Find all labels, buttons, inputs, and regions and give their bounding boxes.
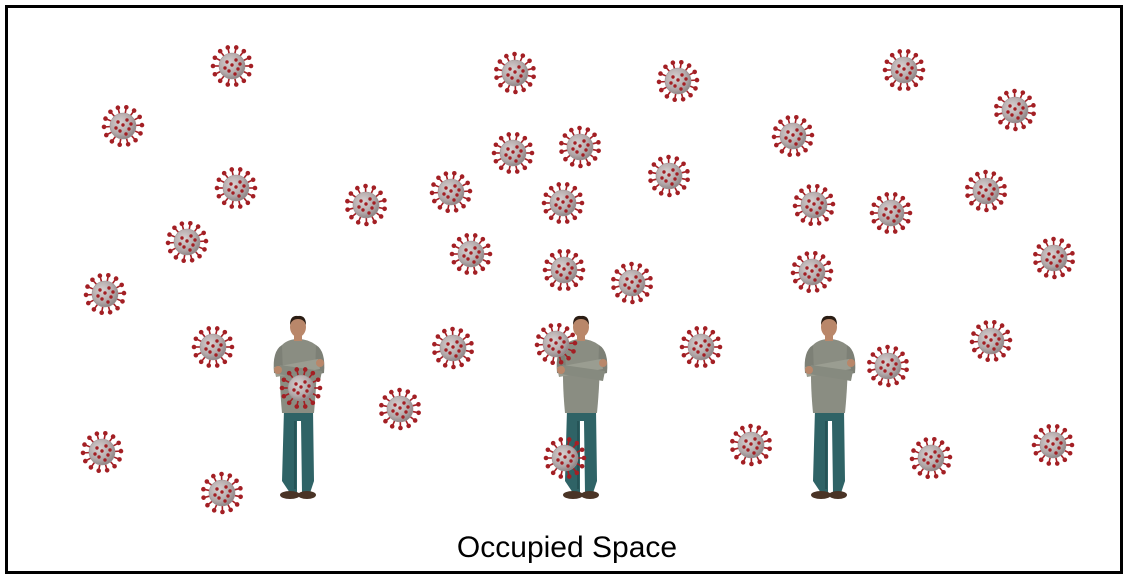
virus-particle-icon xyxy=(882,49,926,91)
virus-particle-icon xyxy=(679,326,723,368)
virus-particle-icon xyxy=(494,51,536,95)
virus-particle-icon xyxy=(543,437,587,479)
virus-particle-icon xyxy=(214,167,258,209)
virus-particle-icon xyxy=(542,249,586,291)
virus-particle-icon xyxy=(1031,424,1075,466)
virus-particle-icon xyxy=(909,436,953,480)
virus-particle-icon xyxy=(1033,236,1075,280)
virus-particle-icon xyxy=(210,45,254,87)
virus-particle-icon xyxy=(559,125,601,169)
virus-particle-icon xyxy=(541,182,585,224)
virus-particle-icon xyxy=(648,154,690,198)
virus-particle-icon xyxy=(379,387,421,431)
virus-particle-icon xyxy=(969,319,1013,363)
virus-particle-icon xyxy=(345,183,387,227)
virus-particle-icon xyxy=(191,326,235,368)
virus-particle-icon xyxy=(429,170,473,214)
virus-particle-icon xyxy=(656,59,700,103)
virus-particle-icon xyxy=(869,192,913,234)
virus-particle-icon xyxy=(491,132,535,174)
virus-particle-icon xyxy=(867,344,909,388)
person-figure-2 xyxy=(556,315,608,499)
virus-particle-icon xyxy=(432,326,474,370)
virus-particle-icon xyxy=(730,423,772,467)
virus-particle-icon xyxy=(965,169,1007,213)
virus-particle-icon xyxy=(165,220,209,264)
person-figure-3 xyxy=(804,315,856,499)
caption-text: Occupied Space xyxy=(456,531,678,564)
virus-particle-icon xyxy=(101,104,145,148)
person-figure-1 xyxy=(273,315,325,499)
virus-particle-icon xyxy=(83,272,127,316)
virus-particle-icon xyxy=(201,471,243,515)
occupied-space-scene xyxy=(80,45,1075,515)
virus-particle-icon xyxy=(792,183,836,227)
diagram-frame: Occupied Space xyxy=(5,5,1123,574)
virus-particle-icon xyxy=(279,367,323,409)
virus-particle-icon xyxy=(80,430,124,474)
virus-particle-icon xyxy=(994,88,1036,132)
virus-particle-icon xyxy=(534,322,578,366)
virus-particle-icon xyxy=(449,233,493,275)
virus-particle-icon xyxy=(611,261,653,305)
virus-particle-icon xyxy=(790,250,834,294)
virus-particle-icon xyxy=(771,114,815,158)
